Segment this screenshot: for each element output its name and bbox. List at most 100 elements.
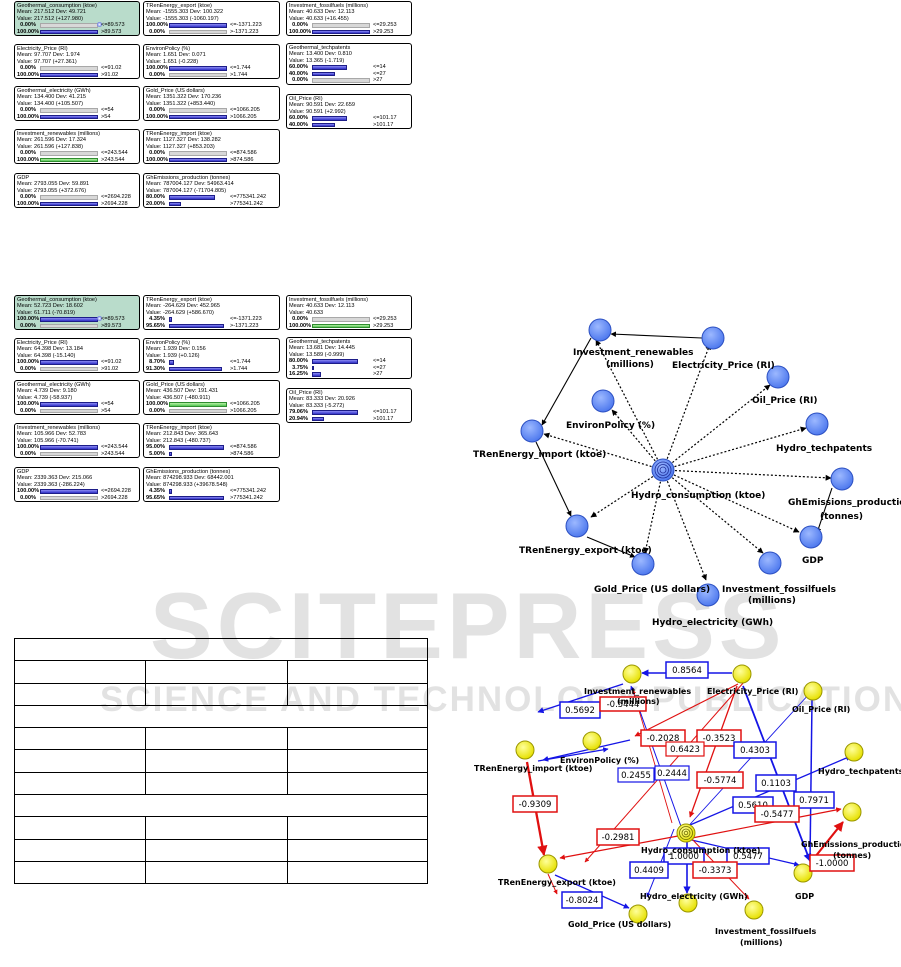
edge (690, 837, 750, 900)
table-cell (287, 860, 428, 885)
state-row: 4.35%<=-1371.223 (146, 316, 277, 323)
center-node (676, 823, 696, 843)
prob-bar (40, 360, 98, 365)
state-label: <=775341.242 (230, 194, 267, 201)
svg-text:-1.0000: -1.0000 (816, 859, 849, 869)
node-label: EnvironPolicy (%) (560, 756, 639, 765)
state-label: >775341.242 (230, 200, 263, 207)
node-label: Electricity_Price (RI) (672, 361, 775, 371)
state-prob: 0.00% (20, 322, 36, 329)
edge (662, 469, 707, 581)
node-mean: Mean: -264.629 Dev: 452.965 (146, 303, 221, 310)
state-row: 100.00%>874.586 (146, 157, 277, 163)
table-cell (145, 727, 288, 751)
state-row: 4.35%<=775341.242 (146, 488, 277, 495)
state-row: 0.00%<=2694.228 (17, 194, 137, 201)
state-prob: 100.00% (17, 444, 40, 451)
bn-node: TRenEnergy_import (ktoe)Mean: 1127.327 D… (143, 129, 280, 165)
prob-bar-track (312, 78, 370, 83)
prob-bar-track (169, 323, 227, 329)
node-label: TRenEnergy_import (ktoe) (474, 764, 592, 773)
node-mean: Mean: 13.400 Dev: 0.810 (289, 51, 352, 58)
state-row: 100.00%>243.544 (17, 157, 137, 163)
prob-bar (312, 410, 358, 415)
prob-bar-track (169, 366, 227, 372)
state-prob: 100.00% (17, 488, 40, 495)
node-mean: Mean: 2339.363 Dev: 215.066 (17, 475, 93, 482)
state-row: 95.00%<=874.586 (146, 444, 277, 451)
state-label: <=27 (373, 364, 386, 371)
prob-bar-track (40, 114, 98, 120)
prob-bar (40, 195, 98, 200)
state-row: 0.00%<=54 (17, 107, 137, 114)
node-title: TRenEnergy_import (ktoe) (146, 131, 212, 137)
node-mean: Mean: 212.843 Dev: 365.643 (146, 431, 219, 438)
svg-text:0.1103: 0.1103 (761, 779, 791, 789)
evidence-icon (97, 22, 102, 28)
empty-table (14, 637, 428, 885)
prob-bar-track (312, 122, 370, 128)
table-cell (287, 816, 428, 840)
prob-bar (40, 451, 98, 457)
state-label: <=29.253 (373, 316, 397, 323)
prob-bar (169, 108, 227, 113)
prob-bar-track (40, 408, 98, 414)
state-label: <=54 (101, 401, 114, 408)
prob-bar (40, 489, 98, 494)
table-cell (145, 749, 288, 773)
prob-bar (169, 366, 222, 372)
prob-bar (312, 116, 347, 121)
weight-box: -0.5774 (696, 771, 744, 789)
state-row: 20.00%>775341.242 (146, 200, 277, 207)
edge (662, 343, 711, 471)
state-row: 100.00%<=54 (17, 401, 137, 408)
state-row: 100.00%<=89.573 (17, 316, 137, 323)
node-mean: Mean: 13.681 Dev: 14.445 (289, 345, 355, 352)
bn-node: Geothermal_consumption (ktoe)Mean: 52.72… (14, 295, 140, 331)
state-label: >243.544 (101, 450, 125, 457)
state-row: 100.00%<=91.02 (17, 359, 137, 366)
state-prob: 8.70% (149, 359, 165, 366)
prob-bar-track (169, 445, 227, 450)
weight-box: -0.3523 (696, 729, 742, 747)
edge (643, 469, 664, 554)
state-label: >91.02 (101, 71, 119, 78)
state-label: <=91.02 (101, 65, 122, 72)
weighted-labels: Investment_renewables (millions) Electri… (474, 687, 901, 947)
prob-bar-track (169, 108, 227, 113)
state-label: >1066.205 (230, 407, 257, 414)
prob-bar-track (40, 366, 98, 372)
table-cell (145, 860, 288, 885)
bn-node: GhEmissions_production (tonnes)Mean: 874… (143, 467, 280, 503)
node-value: Value: 874298.933 (+39678.548) (146, 481, 228, 488)
prob-bar (312, 71, 336, 77)
edge (662, 469, 800, 533)
prob-bar (40, 108, 98, 113)
edge (586, 536, 636, 558)
node-value: Value: 90.591 (+2.992) (289, 108, 346, 115)
prob-bar (169, 29, 227, 35)
node-value: Value: 64.398 (-15.140) (17, 352, 76, 359)
state-prob: 20.94% (289, 415, 308, 422)
prob-bar-track (40, 29, 98, 35)
state-label: >1066.205 (230, 113, 257, 120)
state-prob: 100.00% (17, 113, 40, 120)
state-prob: 0.00% (149, 407, 165, 414)
prob-bar (169, 445, 225, 450)
table-cell (14, 682, 146, 706)
state-prob: 0.00% (20, 107, 36, 114)
weight-box: 0.5610 (732, 796, 774, 814)
table-cell (14, 838, 146, 862)
prob-bar-track (312, 116, 370, 121)
state-prob: 100.00% (17, 28, 40, 35)
prob-bar (312, 416, 325, 422)
prob-bar (169, 114, 227, 120)
state-row: 100.00%>29.253 (289, 323, 409, 329)
bn-node: Investment_renewables (millions)Mean: 10… (14, 423, 140, 459)
node-mean: Mean: 105.966 Dev: 52.783 (17, 431, 87, 438)
node-hydro-techpatents (805, 412, 829, 436)
state-label: >27 (373, 77, 383, 84)
table-row (14, 660, 428, 684)
